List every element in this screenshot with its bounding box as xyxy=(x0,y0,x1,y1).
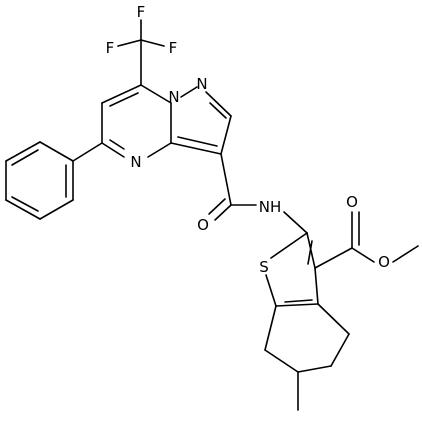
phenyl-ring xyxy=(5,141,103,220)
fluorine-label-top: F xyxy=(137,3,146,21)
ester-carbonyl-oxygen-label: O xyxy=(346,193,358,211)
ester-oxygen-label: O xyxy=(378,253,390,271)
fluorine-label-right: F xyxy=(169,39,178,57)
cyclohexene-ring xyxy=(264,303,350,411)
trifluoromethyl-group xyxy=(117,19,165,86)
pyrazole-nitrogen-label: N xyxy=(196,75,207,93)
pyrimidine-nitrogen-label: N xyxy=(130,153,141,171)
fluorine-label-left: F xyxy=(106,39,115,57)
amide-linker xyxy=(208,153,308,234)
amide-nh-label: NH xyxy=(259,198,282,216)
pyrazole-ring xyxy=(170,86,232,155)
thiophene-ring xyxy=(265,232,319,307)
sulfur-label: S xyxy=(259,258,269,276)
atom-labels: F F F N N N O NH O O S xyxy=(106,3,390,276)
bridgehead-nitrogen-label: N xyxy=(168,88,179,106)
amide-oxygen-label: O xyxy=(197,216,209,234)
methyl-ester-group xyxy=(314,211,419,269)
pyrimidine-ring xyxy=(101,84,172,158)
